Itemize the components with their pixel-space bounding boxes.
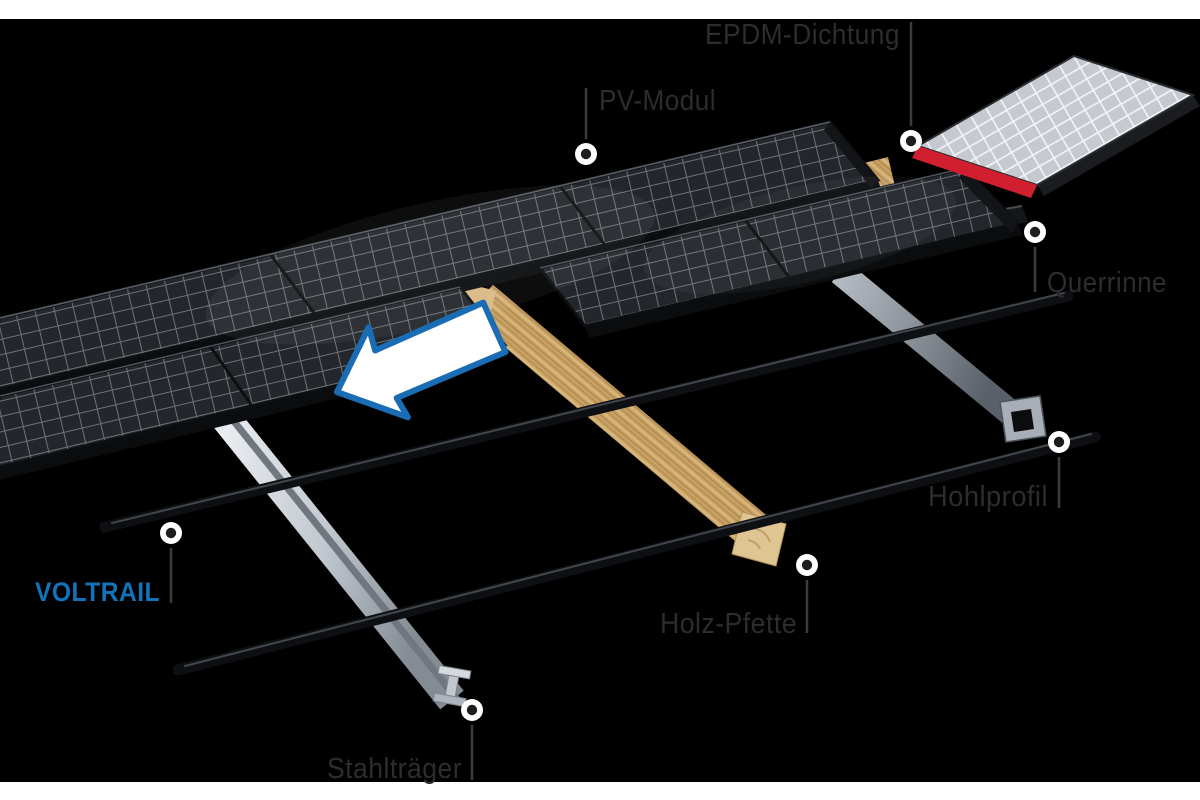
label-steel-beam: Stahlträger: [327, 753, 462, 785]
label-wood-purlin: Holz-Pfette: [660, 608, 797, 640]
callout-dot-cross-gutter: [1024, 221, 1046, 243]
top-white-strip: [0, 0, 1200, 19]
callout-dot-pv-module: [575, 143, 597, 165]
callout-dot-hollow-profile: [1048, 431, 1070, 453]
mounting-direction-arrow: [334, 299, 509, 421]
steel-beam: [203, 395, 472, 710]
label-hollow-profile: Hohlprofil: [928, 481, 1048, 513]
label-cross-gutter: Querrinne: [1047, 267, 1167, 299]
pv-row-front-right: [537, 166, 1022, 338]
callout-dot-voltrail: [160, 522, 182, 544]
epdm-seal-strip: [912, 146, 1037, 198]
voltrail-rail-rear: [99, 290, 1074, 533]
callout-dot-steel-beam: [461, 699, 483, 721]
hollow-profile: [831, 261, 1047, 443]
voltrail-rails: [99, 290, 1101, 676]
pv-module-flipped: [912, 54, 1200, 198]
label-pv-module: PV-Modul: [599, 85, 716, 117]
bottom-white-strip: [0, 782, 1200, 800]
label-epdm-seal: EPDM-Dichtung: [705, 19, 900, 51]
hollow-profile-end-hole: [1011, 409, 1034, 432]
callout-dot-epdm: [900, 130, 922, 152]
voltrail-rail-front: [172, 431, 1101, 676]
callouts: [160, 22, 1070, 780]
label-voltrail-brand: VOLTRAIL: [35, 577, 160, 607]
callout-dot-wood-purlin: [796, 554, 818, 576]
steel-beam-end-face: [432, 664, 472, 708]
